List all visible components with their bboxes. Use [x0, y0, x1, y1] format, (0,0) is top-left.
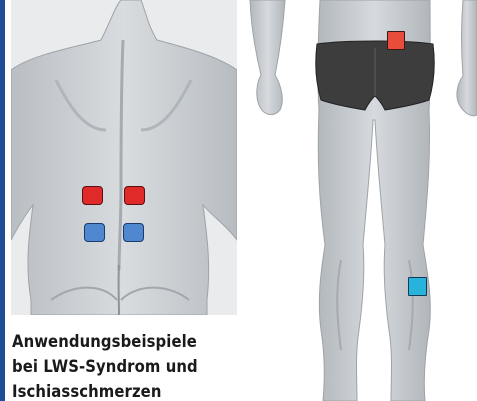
- electrode-pad-red-right: [124, 186, 145, 205]
- caption-line-2: bei LWS-Syndrom und: [12, 354, 212, 379]
- caption-text: Anwendungsbeispiele bei LWS-Syndrom und …: [12, 329, 212, 401]
- lower-back-illustration: [11, 0, 237, 315]
- left-arm: [250, 0, 285, 115]
- right-arm: [457, 0, 477, 116]
- electrode-pad-blue-left: [84, 223, 105, 242]
- caption-line-3: Ischiasschmerzen: [12, 379, 212, 401]
- frame-border-line: [0, 0, 5, 401]
- electrode-pad-calf: [408, 277, 427, 296]
- electrode-pad-red-left: [82, 186, 103, 205]
- back-figure-svg: [11, 0, 237, 315]
- electrode-pad-blue-right: [123, 223, 144, 242]
- legs-figure-svg: [245, 0, 477, 401]
- caption-line-1: Anwendungsbeispiele: [12, 329, 212, 354]
- legs-illustration: [245, 0, 477, 401]
- electrode-pad-upper: [387, 31, 405, 50]
